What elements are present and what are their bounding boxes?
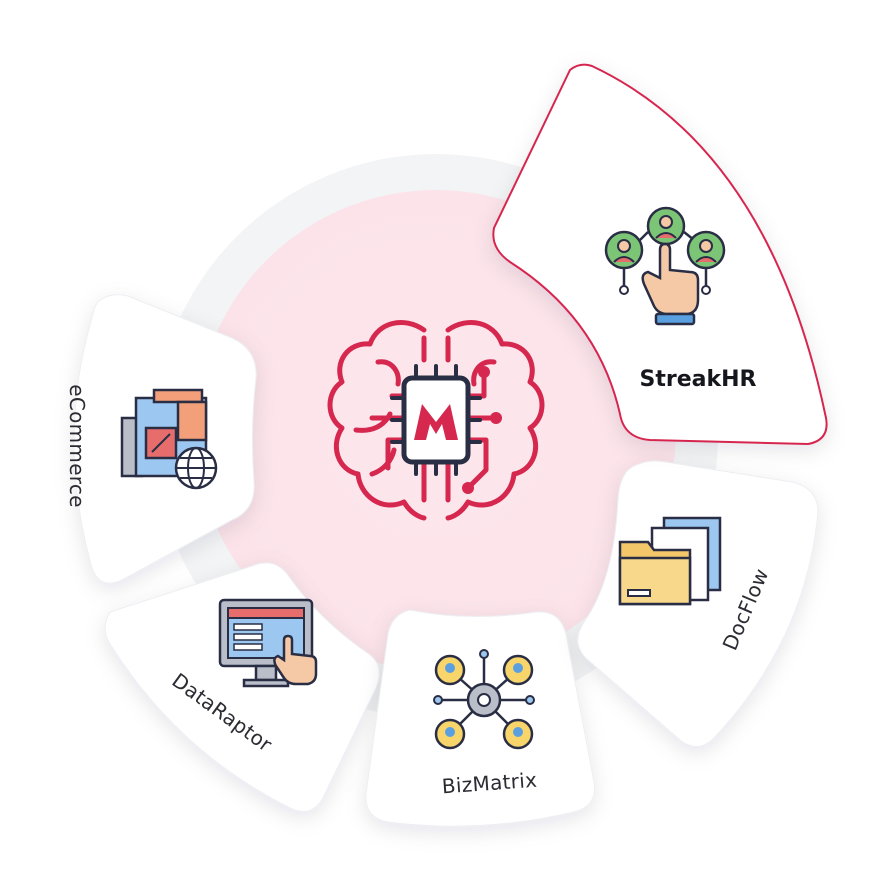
segment-label-ecommerce: eCommerce bbox=[65, 384, 89, 508]
m-logo-icon bbox=[414, 404, 458, 440]
segment-label-streakhr: StreakHR bbox=[640, 367, 757, 392]
folder-documents-icon bbox=[618, 516, 722, 606]
brain-chip-m-logo-icon bbox=[327, 320, 545, 521]
store-globe-icon bbox=[120, 388, 218, 490]
circuit-node-dots bbox=[462, 366, 502, 494]
segment-docflow[interactable] bbox=[577, 460, 819, 747]
people-network-gear-icon bbox=[433, 649, 535, 750]
segment-bizmatrix[interactable] bbox=[365, 609, 596, 827]
monitor-pointer-icon bbox=[218, 598, 318, 688]
hr-network-hand-icon bbox=[604, 206, 726, 326]
chip-icon bbox=[390, 364, 482, 476]
